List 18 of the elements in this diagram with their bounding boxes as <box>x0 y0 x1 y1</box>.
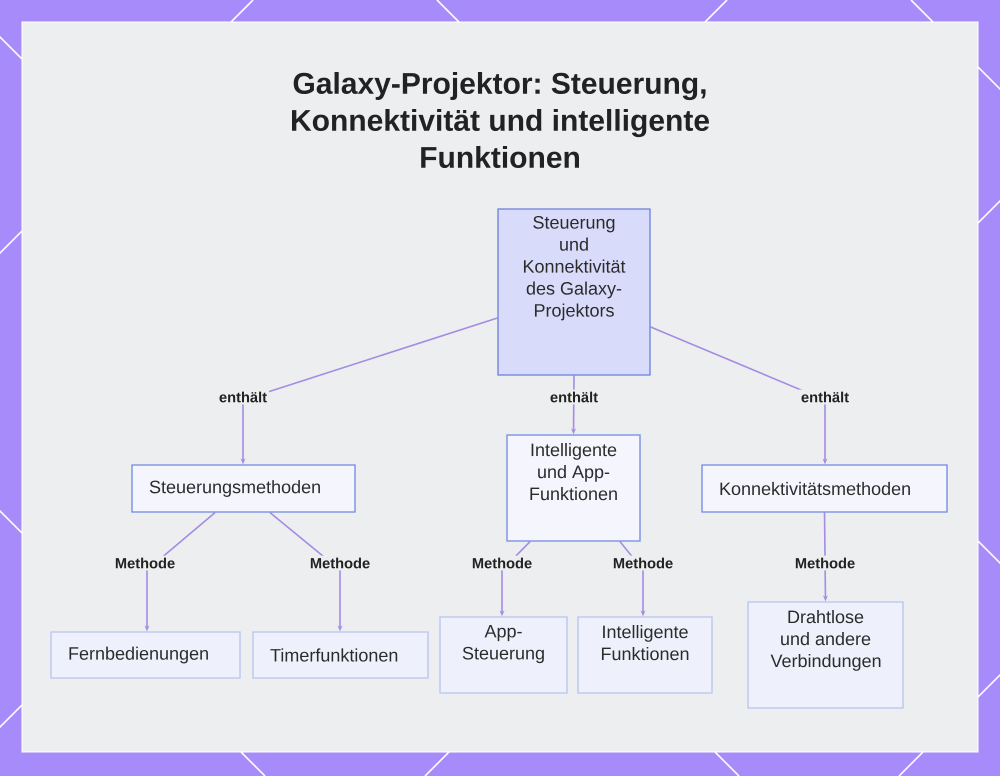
edge-label: Methode <box>308 556 372 570</box>
edge-label: Methode <box>112 556 178 570</box>
item-box: Fernbedienungen <box>50 631 241 679</box>
edge-label: Methode <box>470 556 534 570</box>
item-box: Intelligente Funktionen <box>577 616 713 694</box>
edge-label: Methode <box>792 556 858 570</box>
item-box: Timerfunktionen <box>252 631 429 679</box>
title: Galaxy-Projektor: Steuerung, Konnektivität und intelligente Funktionen <box>292 72 709 168</box>
edge-label: enthält <box>216 390 270 404</box>
category-box: Intelligente und App-Funktionen <box>506 434 641 542</box>
edge-label: Methode <box>610 556 676 570</box>
category-box: Steuerungsmethoden <box>131 464 356 513</box>
item-box: App-Steuerung <box>439 616 568 694</box>
edge-label: enthält <box>798 390 852 404</box>
edge-label: enthält <box>548 390 600 404</box>
topic-box: Steuerung und Konnektivität des Galaxy-Projektors <box>497 208 651 376</box>
item-box: Drahtlose und andere Verbindungen <box>747 601 904 709</box>
category-box: Konnektivitätsmethoden <box>701 464 948 513</box>
